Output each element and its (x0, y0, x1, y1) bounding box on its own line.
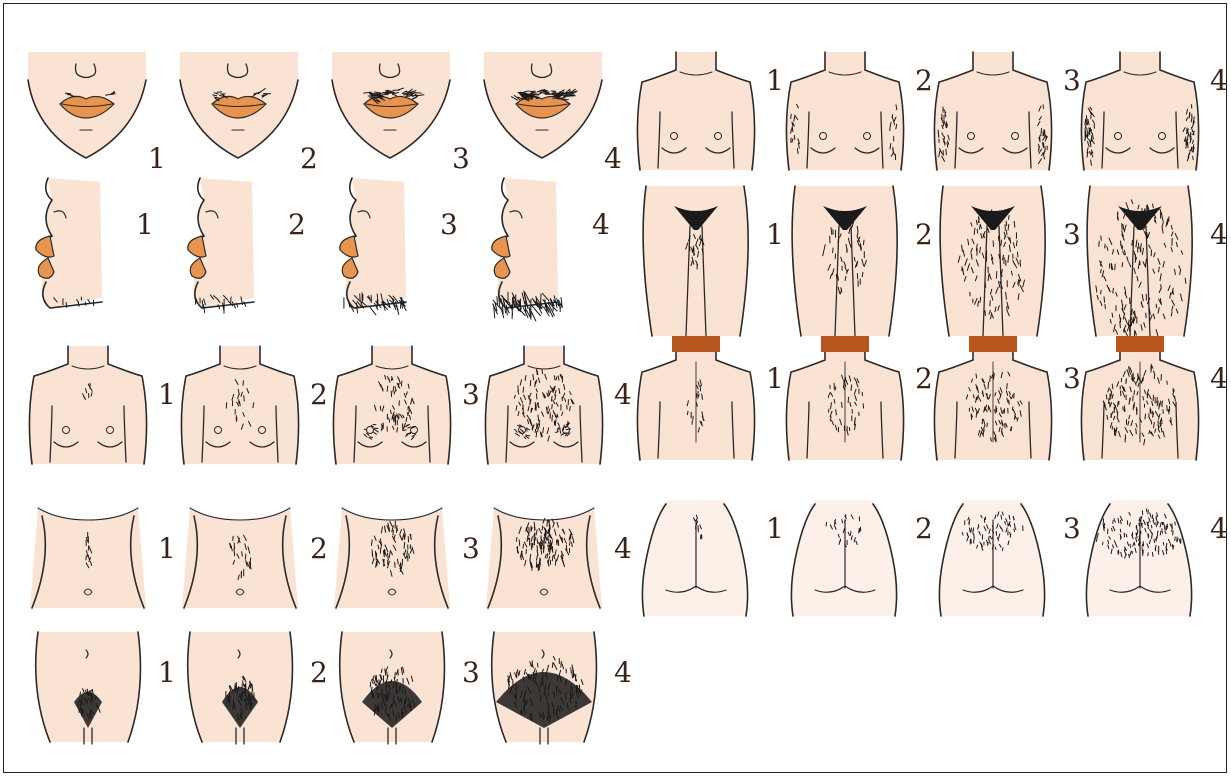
chest-grade-1-figure (29, 346, 146, 464)
thigh-grade-3-figure (940, 186, 1045, 336)
lower-back-grade-3-label: 3 (1063, 512, 1081, 545)
upper-arm-grade-2-label: 2 (915, 64, 933, 97)
lower-abdomen-grade-3-label: 3 (462, 656, 480, 689)
upper-abdomen-grade-3-figure (334, 508, 450, 608)
upper-arm-grade-1-label: 1 (766, 64, 784, 97)
upper-lip-grade-4-label: 4 (604, 142, 622, 175)
chest-grade-4-label: 4 (614, 378, 632, 411)
lower-abdomen-grade-1-label: 1 (158, 656, 176, 689)
upper-lip-grade-2-label: 2 (300, 142, 318, 175)
chin-grade-3-figure (340, 178, 406, 315)
lower-abdomen-grade-1-figure (36, 632, 141, 744)
chest-grade-3-figure (333, 346, 450, 464)
upper-abdomen-grade-2-label: 2 (310, 532, 328, 565)
upper-back-grade-3-figure (934, 336, 1051, 460)
chest-grade-1-label: 1 (158, 378, 176, 411)
chest-grade-2-label: 2 (310, 378, 328, 411)
upper-abdomen-grade-1-label: 1 (158, 532, 176, 565)
lower-back-grade-2-label: 2 (915, 512, 933, 545)
thigh-grade-4-label: 4 (1210, 218, 1228, 251)
upper-back-grade-4-figure (1081, 336, 1198, 460)
lower-back-grade-4-figure (1086, 500, 1191, 616)
thigh-grade-1-figure (643, 186, 748, 336)
upper-arm-grade-3-figure (934, 52, 1051, 170)
upper-lip-grade-3-figure (332, 52, 450, 158)
lower-abdomen-grade-4-figure (492, 632, 597, 744)
chest-grade-4-figure (485, 346, 602, 464)
upper-arm-grade-4-label: 4 (1210, 64, 1228, 97)
chin-grade-1-label: 1 (136, 208, 154, 241)
upper-lip-grade-2-figure (180, 52, 298, 158)
upper-lip-grade-1-label: 1 (148, 142, 166, 175)
thigh-grade-4-figure (1087, 186, 1192, 342)
upper-abdomen-grade-4-figure (486, 508, 602, 608)
upper-back-grade-1-label: 1 (766, 362, 784, 395)
upper-back-grade-2-label: 2 (915, 362, 933, 395)
lower-abdomen-grade-2-label: 2 (310, 656, 328, 689)
thigh-grade-1-label: 1 (766, 218, 784, 251)
lower-back-grade-1-figure (642, 500, 747, 616)
chin-grade-2-figure (188, 178, 254, 313)
lower-back-grade-3-figure (939, 500, 1044, 616)
chest-grade-2-figure (181, 346, 298, 464)
upper-abdomen-grade-1-figure (30, 508, 146, 608)
upper-back-grade-1-figure (637, 336, 754, 460)
upper-abdomen-grade-4-label: 4 (614, 532, 632, 565)
chin-grade-1-figure (36, 178, 102, 308)
thigh-grade-2-label: 2 (915, 218, 933, 251)
lower-back-grade-4-label: 4 (1210, 512, 1228, 545)
thigh-grade-2-figure (792, 186, 897, 336)
upper-arm-grade-1-figure (637, 52, 754, 170)
upper-arm-grade-2-figure (786, 52, 903, 170)
chin-grade-2-label: 2 (288, 208, 306, 241)
upper-arm-grade-3-label: 3 (1063, 64, 1081, 97)
chin-grade-4-figure (492, 178, 563, 321)
thigh-grade-3-label: 3 (1063, 218, 1081, 251)
lower-back-grade-1-label: 1 (766, 512, 784, 545)
lower-abdomen-grade-2-figure (188, 632, 293, 744)
upper-back-grade-2-figure (786, 336, 903, 460)
lower-back-grade-2-figure (791, 500, 896, 616)
upper-arm-grade-4-figure (1081, 52, 1198, 170)
chin-grade-4-label: 4 (592, 208, 610, 241)
lower-abdomen-grade-4-label: 4 (614, 656, 632, 689)
upper-lip-grade-3-label: 3 (452, 142, 470, 175)
upper-abdomen-grade-2-figure (182, 508, 298, 608)
upper-abdomen-grade-3-label: 3 (462, 532, 480, 565)
chin-grade-3-label: 3 (440, 208, 458, 241)
chest-grade-3-label: 3 (462, 378, 480, 411)
upper-back-grade-4-label: 4 (1210, 362, 1228, 395)
lower-abdomen-grade-3-figure (340, 632, 445, 744)
upper-lip-grade-4-figure (484, 52, 602, 158)
upper-back-grade-3-label: 3 (1063, 362, 1081, 395)
upper-lip-grade-1-figure (28, 52, 146, 158)
